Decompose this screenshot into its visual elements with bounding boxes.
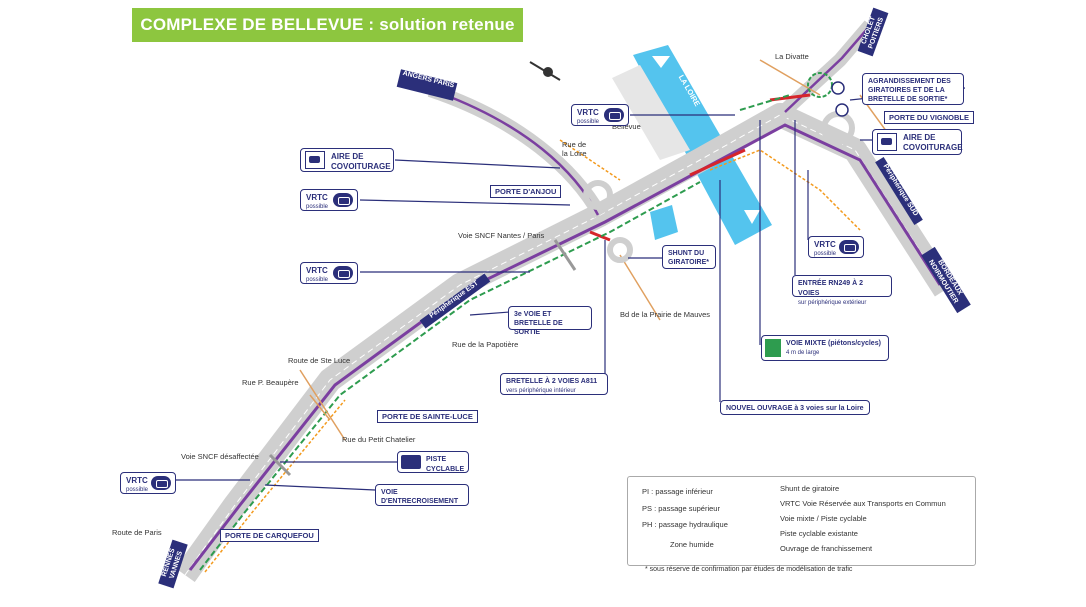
- label-route-paris: Route de Paris: [112, 528, 162, 537]
- legend-pi: PI : passage inférieur: [642, 487, 713, 496]
- callout-ouvrage: NOUVEL OUVRAGE à 3 voies sur la Loire: [720, 400, 870, 415]
- callout-piste: PISTE CYCLABLE: [397, 451, 469, 473]
- callout-aire-right-label: AIRE DE COVOITURAGE: [903, 133, 963, 152]
- cycle-path: [204, 139, 861, 573]
- loire-arrow-top: [652, 56, 670, 68]
- callout-entree-sub: sur périphérique extérieur: [798, 300, 867, 306]
- callout-entree: ENTRÉE RN249 À 2 VOIES sur périphérique …: [792, 275, 892, 306]
- callout-shunt: SHUNT DU GIRATOIRE*: [662, 245, 716, 269]
- callout-voie-entre: VOIE D'ENTRECROISEMENT: [375, 484, 469, 506]
- porte-carquefou: PORTE DE CARQUEFOU: [220, 529, 319, 542]
- pedestrian-icon: [765, 339, 781, 357]
- label-voie-sncf: Voie SNCF Nantes / Paris: [458, 231, 545, 240]
- callout-entree-label: ENTRÉE RN249 À 2 VOIES: [798, 280, 863, 297]
- callout-vrtc-3: VRTC possible: [571, 104, 629, 126]
- vrtc-possible: possible: [306, 204, 329, 210]
- bus-icon: [839, 240, 859, 254]
- legend-piste: Piste cyclable existante: [780, 529, 858, 538]
- callout-vrtc-1: VRTC possible: [300, 189, 358, 211]
- label-rue-beaupere: Rue P. Beaupère: [242, 378, 299, 387]
- vrtc-label: VRTC: [814, 240, 836, 249]
- roundabout-prairie: [607, 237, 633, 263]
- legend-mixte: Voie mixte / Piste cyclable: [780, 514, 867, 523]
- callout-aire-right: AIRE DE COVOITURAGE: [872, 129, 963, 155]
- label-route-ste-luce: Route de Ste Luce: [288, 356, 351, 365]
- callout-vrtc-2: VRTC possible: [300, 262, 358, 284]
- page-title: COMPLEXE DE BELLEVUE : solution retenue: [132, 8, 523, 42]
- callout-aire-left: AIRE DE COVOITURAGE: [300, 148, 394, 172]
- car-icon: [305, 151, 325, 169]
- sncf-line: [268, 239, 577, 477]
- porte-sainte-luce: PORTE DE SAINTE-LUCE: [377, 410, 478, 423]
- marker-1: [831, 81, 845, 95]
- vrtc-label: VRTC: [306, 193, 328, 202]
- callout-voie-mixte-sub: 4 m de large: [786, 350, 820, 356]
- legend-vrtc: VRTC Voie Réservée aux Transports en Com…: [780, 499, 946, 508]
- porte-vignoble: PORTE DU VIGNOBLE: [884, 111, 975, 124]
- porte-anjou: PORTE D'ANJOU: [490, 185, 562, 198]
- cholet-road: [775, 20, 876, 121]
- side-streets: [299, 59, 901, 441]
- callout-bretelle-label: BRETELLE À 2 VOIES A811: [506, 378, 598, 385]
- callout-voie-mixte: VOIE MIXTE (piétons/cycles) 4 m de large: [761, 335, 889, 361]
- compass-icon: [529, 61, 561, 81]
- label-rue-loire: Rue de la Loire: [562, 140, 587, 158]
- vrtc-possible: possible: [126, 487, 149, 493]
- legend-ph: PH : passage hydraulique: [642, 520, 728, 529]
- loire-arrow-bottom: [744, 210, 760, 224]
- callout-aire-left-label: AIRE DE COVOITURAGE: [331, 152, 391, 171]
- bus-icon: [333, 193, 353, 207]
- legend: PI : passage inférieur PS : passage supé…: [627, 476, 976, 566]
- label-la-divatte: La Divatte: [775, 52, 809, 61]
- label-bd-prairie: Bd de la Prairie de Mauves: [620, 310, 711, 319]
- label-bellevue: Bellevue: [612, 122, 641, 131]
- callout-piste-label: PISTE CYCLABLE: [426, 456, 465, 473]
- legend-zone: Zone humide: [670, 540, 714, 549]
- bike-icon: [401, 455, 421, 469]
- callout-vrtc-4: VRTC possible: [808, 236, 864, 258]
- roundabout-loire: [583, 180, 613, 210]
- vrtc-possible: possible: [814, 251, 837, 257]
- cholet-purple: [784, 27, 869, 113]
- legend-shunt: Shunt de giratoire: [780, 484, 840, 493]
- loire-river-south: [650, 205, 678, 240]
- vrtc-possible: possible: [577, 119, 600, 125]
- label-rue-papotiere: Rue de la Papotière: [452, 340, 519, 349]
- legend-ps: PS : passage supérieur: [642, 504, 720, 513]
- vrtc-label: VRTC: [126, 476, 148, 485]
- label-voie-sncf-des: Voie SNCF désaffectée: [181, 452, 259, 461]
- callout-3e-voie: 3e VOIE ET BRETELLE DE SORTIE: [508, 306, 592, 336]
- callout-agrandissement: AGRANDISSEMENT DES GIRATOIRES ET DE LA B…: [862, 73, 964, 105]
- vrtc-label: VRTC: [577, 108, 599, 117]
- callout-vrtc-5: VRTC possible: [120, 472, 176, 494]
- footnote: * sous réserve de confirmation par étude…: [645, 566, 853, 573]
- vrtc-possible: possible: [306, 277, 329, 283]
- callout-bretelle: BRETELLE À 2 VOIES A811 vers périphériqu…: [500, 373, 608, 395]
- bellevue-block: [612, 65, 690, 160]
- vrtc-label: VRTC: [306, 266, 328, 275]
- marker-2: [835, 103, 849, 117]
- bus-icon: [151, 476, 171, 490]
- legend-ouvrage: Ouvrage de franchissement: [780, 544, 873, 553]
- callout-bretelle-sub: vers périphérique intérieur: [506, 388, 576, 394]
- car-icon: [877, 133, 897, 151]
- bus-icon: [333, 266, 353, 280]
- new-lanes: [188, 123, 942, 571]
- callout-voie-mixte-label: VOIE MIXTE (piétons/cycles): [786, 340, 881, 347]
- label-rue-petit-chatelier: Rue du Petit Chatelier: [342, 435, 416, 444]
- bus-icon: [604, 108, 624, 122]
